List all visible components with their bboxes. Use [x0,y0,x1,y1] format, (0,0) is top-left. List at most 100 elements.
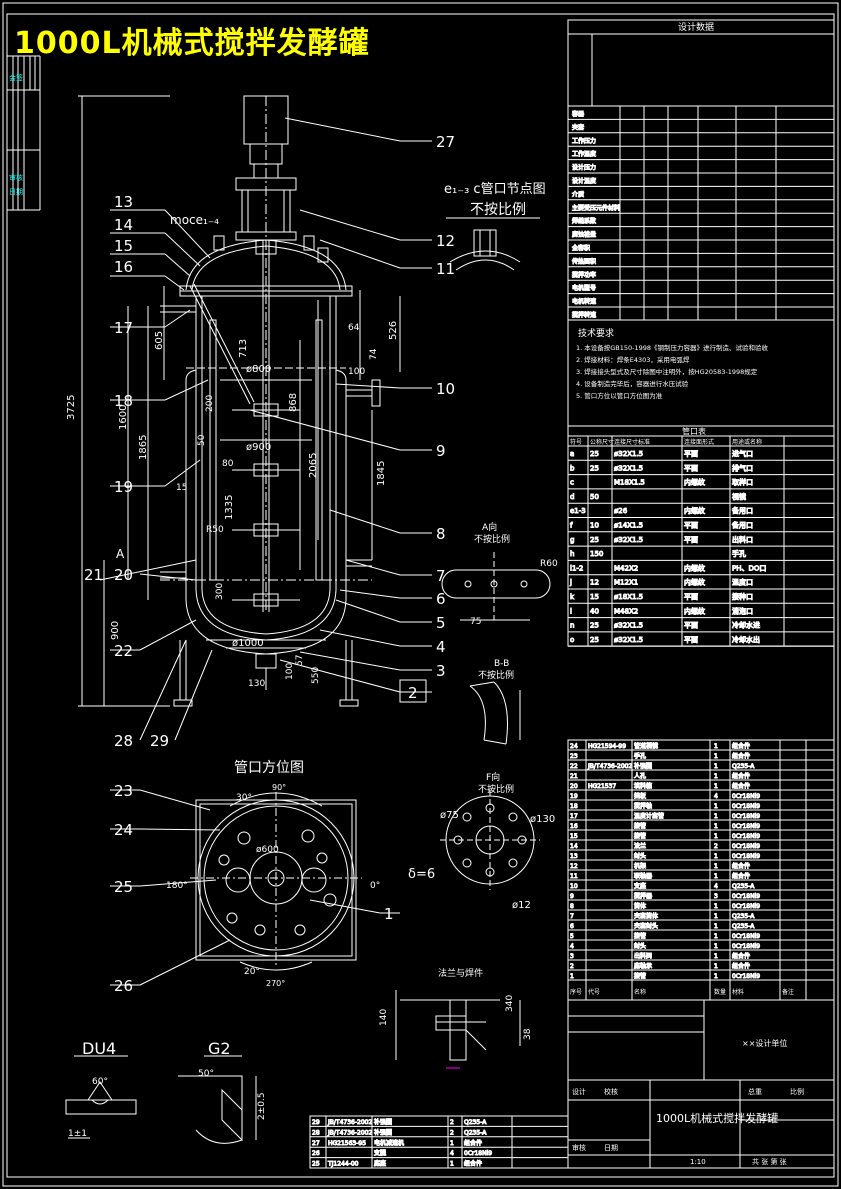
parts-cell: 12 [570,863,578,870]
parts-cell: 0Cr18Ni9 [732,893,760,900]
parts-cell: Q235-A [732,913,755,920]
parts-cell: 组合件 [732,742,750,750]
dim-74: 74 [369,348,379,360]
tech-req-line: 1. 本设备按GB150-1998《钢制压力容器》进行制造、试验和验收 [576,343,769,352]
nozzle-cell: 25 [590,536,599,544]
bottom-parts-cell: 2 [450,1129,454,1136]
nozzle-cell: ø14X1.5 [614,522,643,530]
label-1pm1: 1±1 [68,1129,87,1139]
parts-cell: 人孔 [634,772,646,780]
design-row-label: 介质 [572,190,584,198]
nozzle-cell: 25 [590,622,599,630]
label-ang180: 180° [166,881,188,891]
parts-cell: 16 [570,823,578,830]
label-section-a: A [116,547,125,561]
balloon-16: 16 [114,258,133,276]
bottom-parts-cell: 电机减速机 [374,1139,404,1147]
title-block-weight: 总重 [748,1087,762,1096]
bottom-parts-cell: 组合件 [464,1139,482,1147]
parts-cell: 1 [714,833,718,840]
nozzle-cell: PH、DO口 [732,564,766,572]
balloon-5: 5 [436,614,446,632]
parts-col-header: 序号 [570,988,582,996]
design-row-label: 工作温度 [572,150,596,158]
balloon-12: 12 [436,232,455,250]
parts-cell: 1 [714,783,718,790]
title-block-date: 日期 [604,1144,618,1152]
design-row-label: 设计压力 [572,164,596,172]
parts-cell: Q235-A [732,923,755,930]
nozzle-cell: 内螺纹 [684,606,705,615]
parts-cell: 0Cr18Ni9 [732,843,760,850]
nozzle-detail [446,217,540,271]
tech-req-line: 5. 管口方位以管口方位图为准 [576,391,663,400]
balloon-6: 6 [436,590,446,608]
dim-526: 526 [388,321,399,340]
parts-cell: 组合件 [732,772,750,780]
parts-cell: 接管 [634,932,646,940]
label-delta6: δ=6 [408,867,435,882]
title-block-unit: ××设计单位 [742,1038,787,1048]
parts-cell: 1 [714,923,718,930]
side-label-date: 日期 [9,188,23,196]
nozzle-table-header: 符号公称尺寸连接尺寸标准连接面形式用途或名称 [570,438,762,446]
design-row-label: 传热面积 [572,257,596,265]
parts-cell: 6 [570,923,574,930]
bottom-parts-cell: 25 [312,1161,320,1168]
nozzle-cell: b [570,464,575,472]
design-row-label: 夹套 [572,123,584,131]
nozzle-cell: l [570,607,572,615]
inner-border [6,13,835,1178]
nozzle-cell: 消泡口 [732,606,753,615]
bottom-parts-cell: 2 [450,1119,454,1126]
balloon-14: 14 [114,216,133,234]
tech-req-line: 3. 焊接接头型式及尺寸除图中注明外，按HG20583-1998规定 [576,367,758,376]
design-row-label: 腐蚀裕量 [572,231,596,239]
parts-table-header: 序号代号名称数量材料备注 [570,988,794,996]
parts-cell: 组合件 [732,952,750,960]
nozzle-cell: 平面 [684,593,698,601]
nozzle-cell: 备用口 [732,506,753,515]
nozzle-cell: 150 [590,550,603,558]
nozzle-cell: 内螺纹 [684,506,705,515]
label-g2: G2 [208,1039,231,1058]
label-140: 140 [379,1009,389,1026]
parts-cell: 1 [714,973,718,980]
du4-weld-detail [65,1055,137,1139]
label-du4: DU4 [82,1039,116,1058]
nozzle-cell: ø18X1.5 [614,593,643,601]
nozzle-col-header: 用途或名称 [732,438,762,446]
nozzle-cell: ø32X1.5 [614,622,643,630]
nozzle-cell: 排气口 [732,463,753,472]
title-block-scale-val: 1:10 [690,1158,706,1166]
parts-cell: 0Cr18Ni9 [732,933,760,940]
parts-cell: 4 [714,883,718,890]
balloon-7: 7 [436,567,446,585]
parts-cell: 1 [714,863,718,870]
balloon-3: 3 [436,662,446,680]
nozzle-col-header: 公称尺寸 [590,438,614,446]
bottom-parts-cell: JB/T4736-2002 [327,1119,372,1126]
bottom-parts-cell: Q235-A [464,1119,487,1126]
dim-2065: 2065 [308,453,319,478]
parts-cell: 1 [714,823,718,830]
parts-cell: 1 [714,853,718,860]
leader-lines [99,117,432,986]
dim-1845: 1845 [376,461,387,486]
nozzle-cell: j [569,579,572,587]
vessel-elevation [160,95,381,707]
parts-cell: 10 [570,883,578,890]
parts-cell: 14 [570,843,578,850]
nozzle-cell: k [570,593,575,601]
parts-cell: 接管 [634,822,646,830]
bottom-parts-cell: JB/T4736-2002 [327,1129,372,1136]
dim-868: 868 [288,393,299,412]
parts-cell: 23 [570,753,578,760]
label-d130: ø130 [530,814,555,825]
bottom-parts-cell: 组合件 [464,1160,482,1168]
label-not-to-scale-2: 不按比例 [474,533,510,545]
parts-cell: 20 [570,783,578,790]
parts-cell: 法兰 [634,842,646,850]
